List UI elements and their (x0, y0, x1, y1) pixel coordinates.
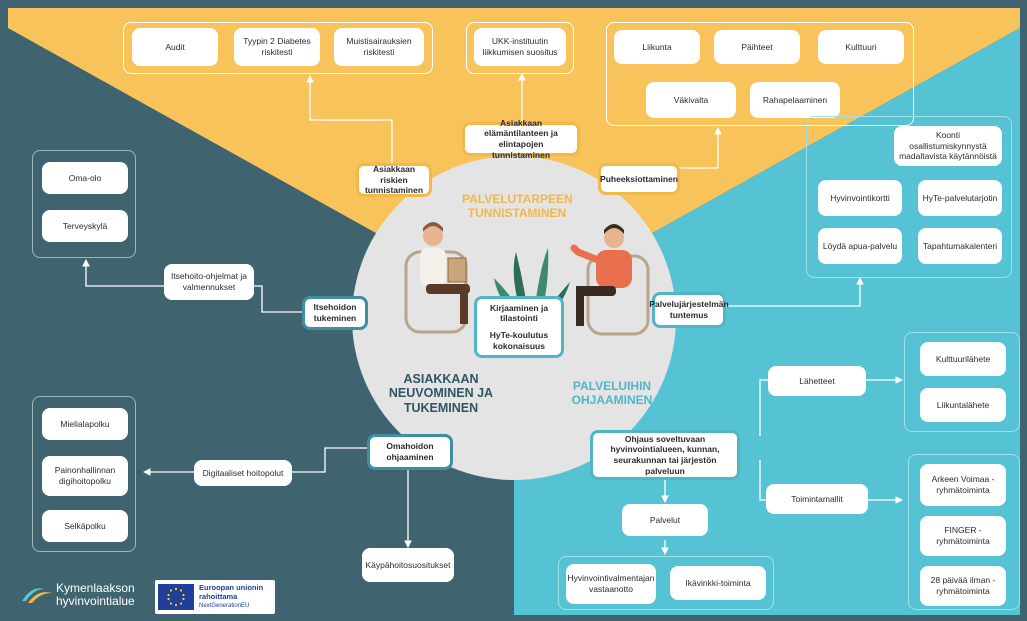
28-paivaa-box: 28 päivää ilman -ryhmätoiminta (920, 566, 1006, 606)
liikunta-box: Liikunta (614, 30, 700, 64)
kirjaaminen-label: Kirjaaminen ja tilastointi (489, 302, 549, 324)
referrals-group (904, 332, 1020, 432)
oma-olo-box: Oma-olo (42, 162, 128, 194)
models-group (908, 454, 1020, 610)
risk-tests-group (123, 22, 433, 74)
itsehoito-box: Itsehoito-ohjelmat ja valmennukset (164, 264, 254, 300)
hub-palvelujarjestelma: Palvelujärjestelmän tuntemus (649, 292, 729, 328)
loyda-apua-box: Löydä apua-palvelu (818, 228, 902, 264)
hub-riskien: Asiakkaan riskien tunnistaminen (356, 163, 432, 197)
center-box: Kirjaaminen ja tilastointi HyTe-koulutus… (474, 296, 564, 358)
service-tools-group (806, 116, 1012, 278)
logo-line2: hyvinvointialue (56, 594, 135, 608)
self-care-apps-group (32, 150, 136, 258)
digitaaliset-box: Digitaaliset hoitopolut (194, 460, 292, 486)
kulttuurilahete-box: Kulttuurilähete (920, 342, 1006, 376)
eu-line1: Euroopan unionin (199, 583, 264, 592)
section-title-right: PALVELUIHIN OHJAAMINEN (571, 379, 653, 407)
vakivalta-box: Väkivalta (646, 82, 736, 118)
rahapelaaminen-box: Rahapelaaminen (750, 82, 840, 118)
lahetteet-box: Lähetteet (768, 366, 866, 396)
hyte-label: HyTe-koulutus kokonaisuus (489, 330, 549, 351)
audit-box: Audit (132, 28, 218, 66)
eu-flag-icon (158, 584, 194, 610)
topics-group (606, 22, 914, 126)
logo-text: Kymenlaakson hyvinvointialue (56, 582, 135, 608)
kymenlaakso-logo-icon (22, 588, 52, 603)
services-group (558, 556, 774, 610)
painonhallinta-box: Painonhallinnan digihoitopolku (42, 456, 128, 496)
selkapolku-box: Selkäpolku (42, 510, 128, 542)
counseling-illustration (404, 222, 650, 336)
diabetes-risk-box: Tyypin 2 Diabetes riskitesti (234, 28, 320, 66)
kulttuuri-box: Kulttuuri (818, 30, 904, 64)
hyte-palvelutarjotin-box: HyTe-palvelutarjotin (918, 180, 1002, 216)
hyvinvointikortti-box: Hyvinvointikortti (818, 180, 902, 216)
ikavinkki-box: Ikävinkki-toiminta (670, 566, 766, 600)
ukk-box: UKK-instituutin liikkumisen suositus (474, 28, 566, 66)
hub-omahoidon: Omahoidon ohjaaminen (367, 434, 453, 470)
mielialapolku-box: Mielialapolku (42, 408, 128, 440)
liikuntalahete-box: Liikuntalähete (920, 388, 1006, 422)
ukk-group (466, 22, 574, 74)
eu-line3: NextGenerationEU (199, 603, 250, 609)
arkeen-voimaa-box: Arkeen Voimaa -ryhmätoiminta (920, 464, 1006, 506)
eu-line2: rahoittama (199, 592, 238, 601)
hub-elamantilanne: Asiakkaan elämäntilanteen ja elintapojen… (462, 118, 580, 160)
finger-box: FINGER -ryhmätoiminta (920, 516, 1006, 556)
hub-puheeksi: Puheeksiottaminen (598, 163, 680, 195)
digital-paths-group (32, 396, 136, 552)
terveyskyla-box: Terveyskylä (42, 210, 128, 242)
paihteet-box: Päihteet (714, 30, 800, 64)
hub-itsehoidon: Itsehoidon tukeminen (302, 296, 368, 330)
section-title-top: PALVELUTARPEEN TUNNISTAMINEN (462, 192, 573, 220)
eu-funding-badge: Euroopan unionin rahoittama NextGenerati… (155, 580, 275, 614)
hub-ohjaus: Ohjaus soveltuvaan hyvinvointialueen, ku… (590, 430, 740, 480)
palvelut-box: Palvelut (622, 504, 708, 536)
tapahtumakalenteri-box: Tapahtumakalenteri (918, 228, 1002, 264)
hyvinvointivalmentaja-box: Hyvinvointivalmentajan vastaanotto (566, 564, 656, 604)
kaypa-box: Käypähoitosuositukset (362, 548, 454, 582)
section-title-left: ASIAKKAAN NEUVOMINEN JA TUKEMINEN (388, 372, 494, 415)
toimintamallit-box: Toimintamallit (766, 484, 868, 514)
logo-line1: Kymenlaakson (56, 581, 135, 595)
memory-risk-box: Muistisairauksien riskitesti (334, 28, 424, 66)
koonti-box: Koonti osallistumiskynnystä madaltavista… (894, 126, 1002, 166)
